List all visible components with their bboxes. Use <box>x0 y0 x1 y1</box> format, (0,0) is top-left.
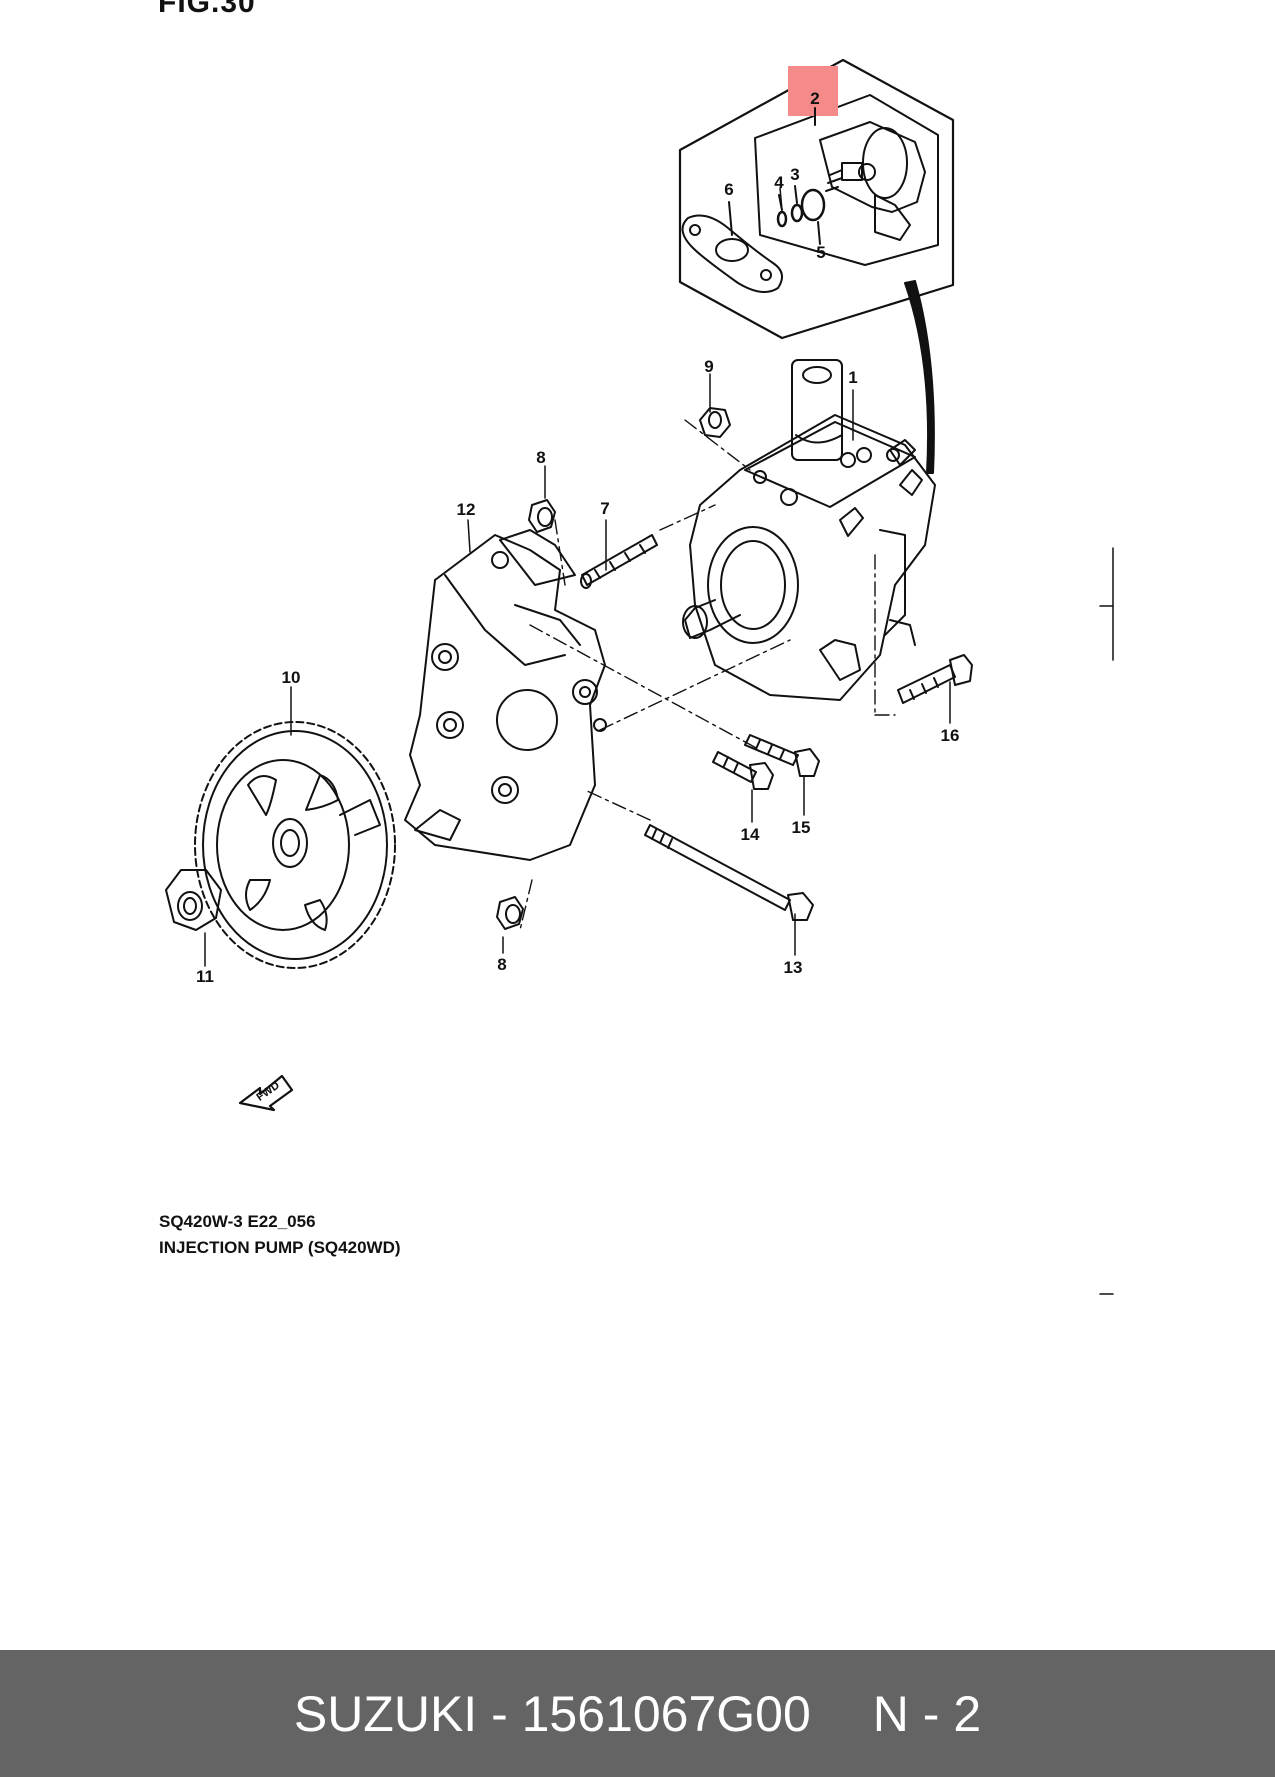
page-margin-marks <box>1099 547 1114 1295</box>
callout-7: 7 <box>600 499 609 518</box>
callout-8-lower: 8 <box>497 955 506 974</box>
callout-10: 10 <box>282 668 301 687</box>
footer-position: N - 2 <box>872 1685 982 1742</box>
injection-pump-part-1 <box>682 359 936 701</box>
callout-2: 2 <box>810 89 819 108</box>
gasket-part-6 <box>681 214 783 293</box>
highlight-box-part-2 <box>788 66 838 116</box>
callout-leaders <box>204 187 951 967</box>
pump-bracket-part-12 <box>404 529 607 861</box>
nut-part-9 <box>699 407 731 438</box>
gear-nut-part-11 <box>165 869 222 931</box>
callout-4: 4 <box>774 173 784 192</box>
bolt-part-14 <box>712 751 774 790</box>
footer-bar: SUZUKI - 1561067G00 N - 2 <box>0 1650 1275 1777</box>
bolt-part-13 <box>644 824 814 921</box>
callout-8-upper: 8 <box>536 448 545 467</box>
kit-guide-strip <box>904 280 935 474</box>
callout-3: 3 <box>790 165 799 184</box>
exploded-parts-diagram: FWD 2 3 4 5 6 9 1 8 7 12 10 16 14 <box>165 58 1114 1295</box>
o-ring-part-4 <box>776 210 788 228</box>
timing-gear-part-10 <box>194 721 396 969</box>
figure-caption: INJECTION PUMP (SQ420WD) <box>159 1238 401 1257</box>
callout-labels: 2 3 4 5 6 9 1 8 7 12 10 16 14 15 11 8 13 <box>196 89 959 986</box>
callout-6: 6 <box>724 180 733 199</box>
callout-12: 12 <box>457 500 476 519</box>
callout-5: 5 <box>816 243 825 262</box>
o-ring-part-3 <box>790 203 804 223</box>
callout-16: 16 <box>941 726 960 745</box>
figure-code: SQ420W-3 E22_056 <box>159 1212 316 1231</box>
callout-9: 9 <box>704 357 713 376</box>
figure-title: FIG.30 <box>158 0 256 19</box>
callout-1: 1 <box>848 368 857 387</box>
bolt-part-15 <box>744 734 820 777</box>
callout-14: 14 <box>741 825 760 844</box>
callout-15: 15 <box>792 818 811 837</box>
sensor-kit-box <box>678 58 955 340</box>
pressure-sensor-part-2 <box>819 121 926 241</box>
o-ring-part-5 <box>800 188 826 222</box>
dowel-pin-part-8-lower <box>496 896 524 930</box>
dowel-pin-part-8-upper <box>528 499 556 533</box>
callout-11: 11 <box>196 967 214 986</box>
stud-part-7 <box>580 534 658 589</box>
alignment-lines <box>519 419 896 931</box>
bolt-part-16 <box>897 654 973 704</box>
fwd-arrow-icon: FWD <box>238 1074 294 1112</box>
callout-13: 13 <box>784 958 803 977</box>
footer-part-reference: SUZUKI - 1561067G00 <box>293 1685 811 1742</box>
